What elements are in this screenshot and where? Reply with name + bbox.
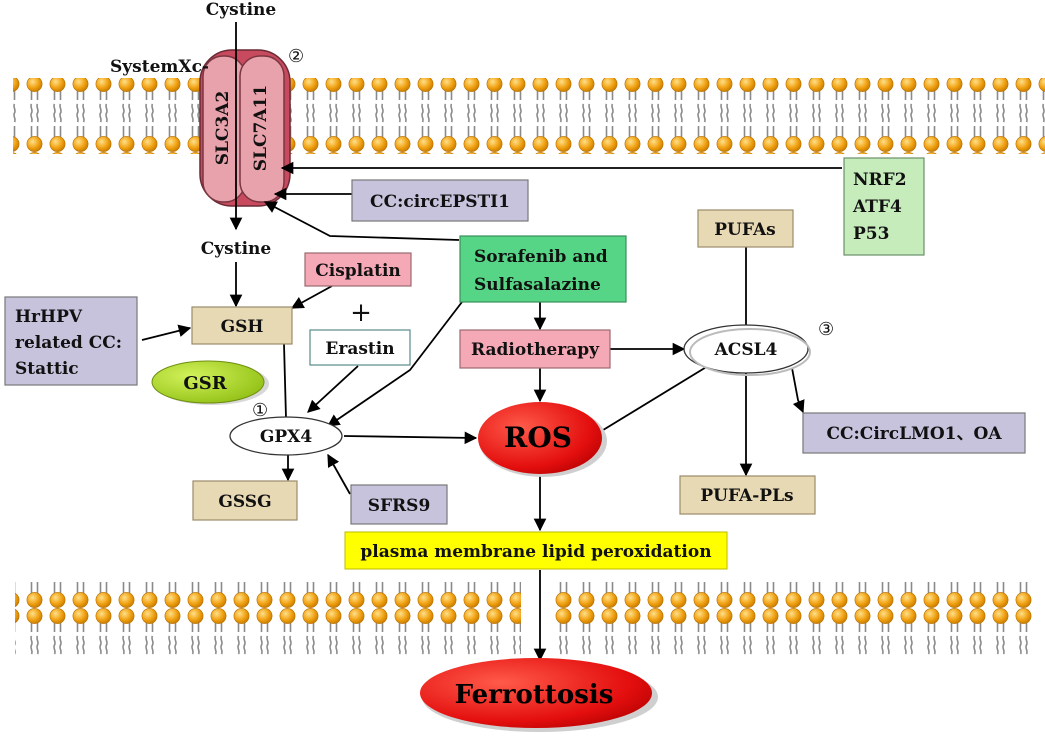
marker-one: ① [252,400,268,421]
gsh-label: GSH [221,317,264,337]
cisplatin-box [304,252,412,287]
acsl4-node [683,324,809,374]
upper-membrane [13,78,1045,154]
edge-acsl4-to-ros [588,365,709,439]
hrhpv-label-line2: related CC: [15,333,122,353]
sorafenib-label-line2: Sulfasalazine [474,275,601,295]
system-xc-label: SystemXc- [110,57,209,77]
ferroptosis-label: Ferrottosis [455,680,614,710]
gpx4-node [229,416,343,456]
edge-sorafenib-to-transporter [263,201,460,241]
nrf2-atf4-p53-box [843,157,925,256]
edge-gsh-to-gpx4 [283,343,287,419]
circepsti1-box [351,179,529,222]
marker-three: ③ [818,319,834,340]
sfrs9-label: SFRS9 [368,496,431,516]
pufa-pls-label: PUFA-PLs [700,486,793,506]
acsl4-label: ACSL4 [714,340,778,360]
cystine-mid-label: Cystine [201,239,272,259]
radiotherapy-label: Radiotherapy [471,340,600,360]
gsr-node: GSR [151,360,269,405]
system-xc-transporter: SLC3A2 SLC7A11 [199,49,291,207]
cystine-top-label: Cystine [206,0,277,20]
edge-erastin-to-gpx4 [307,365,359,413]
sorafenib-label-line1: Sorafenib and [474,247,608,267]
gssg-label: GSSG [218,492,271,512]
ros-label: ROS [504,421,572,454]
sfrs9-box [350,484,448,525]
atf4-label: ATF4 [852,197,902,217]
hrhpv-label-line1: HrHPV [15,307,83,327]
slc3a2-label: SLC3A2 [213,91,233,166]
edge-gpx4-to-ros [343,431,478,445]
gpx4-label: GPX4 [260,427,312,447]
radiotherapy-box [459,329,611,369]
edge-sfrs9-to-gpx4 [327,453,351,495]
pathway-edges [141,22,842,662]
edge-sorafenib-to-gpx4 [326,301,463,427]
p53-label: P53 [853,224,889,244]
gsr-label: GSR [183,373,227,394]
lower-membrane-left [15,580,521,656]
pufas-box [697,209,794,248]
ros-node: ROS [478,402,607,477]
gssg-box [192,480,298,521]
hrhpv-box [4,296,138,386]
pufas-label: PUFAs [714,220,775,240]
marker-two: ② [288,46,304,67]
circepsti1-label: CC:circEPSTI1 [370,192,510,212]
lipid-peroxidation-label: plasma membrane lipid peroxidation [360,542,711,562]
erastin-label: Erastin [325,339,394,359]
slc7a11-label: SLC7A11 [251,85,271,171]
circlmo1-oa-box [802,412,1026,454]
nrf2-label: NRF2 [853,170,907,190]
lower-membrane-right [551,580,1034,656]
edge-acsl4-to-circlmo1 [791,367,805,414]
erastin-box [309,329,411,366]
gsh-box [191,306,293,345]
plus-sign: + [350,298,372,328]
ferroptosis-node: Ferrottosis [420,658,658,732]
cisplatin-label: Cisplatin [315,261,401,281]
sorafenib-sulfasalazine-box [459,235,627,303]
hrhpv-label-line3: Stattic [15,359,79,379]
edge-hrhpv-to-gsh [141,324,192,341]
lipid-peroxidation-box [344,531,728,570]
circlmo1-label: CC:CircLMO1、OA [826,424,1002,444]
edge-cisplatin-to-gsh [290,285,333,309]
pufa-pls-box [679,475,816,515]
